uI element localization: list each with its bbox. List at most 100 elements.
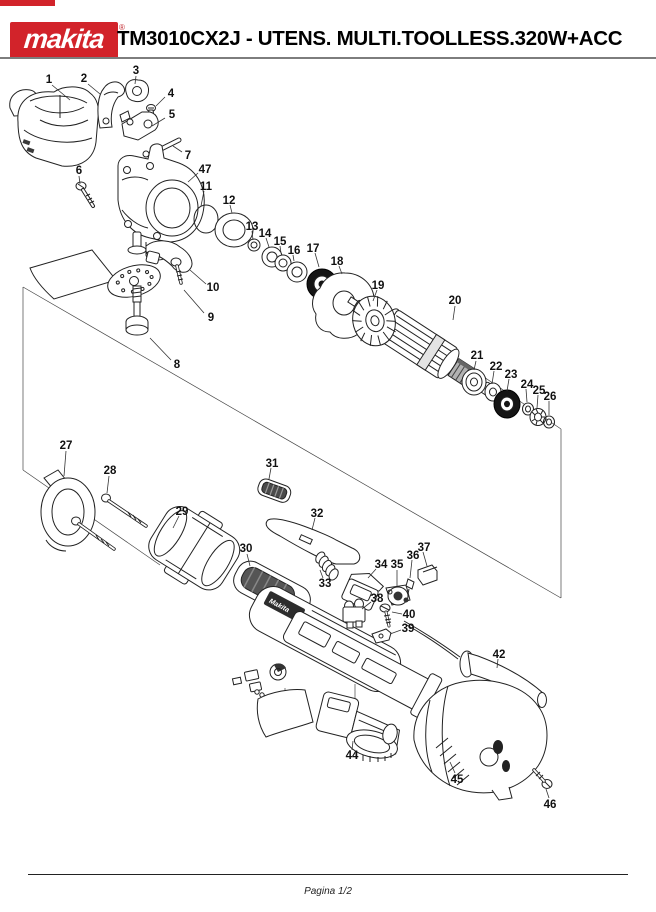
- part-leader-44: [351, 740, 354, 751]
- part-label-2: 2: [81, 73, 87, 85]
- part-leader-18: [338, 265, 343, 275]
- part-label-4: 4: [168, 88, 175, 100]
- part-leader-20: [452, 305, 456, 321]
- part-label-18: 18: [331, 256, 344, 268]
- part-leader-11: [200, 190, 205, 207]
- part-leader-34: [367, 568, 377, 579]
- part-drawing-spindle-8: [125, 285, 149, 336]
- part-drawing-screw-36: [405, 578, 415, 595]
- part-label-47: 47: [199, 164, 212, 176]
- part-drawing-template-sheet: [256, 689, 314, 738]
- part-leader-6: [78, 175, 81, 185]
- makita-logo-text: makita: [22, 23, 106, 54]
- part-label-25: 25: [533, 385, 546, 397]
- part-label-3: 3: [133, 65, 139, 77]
- part-drawing-small-cluster: [231, 663, 287, 698]
- part-leader-36: [409, 559, 413, 579]
- part-label-33: 33: [319, 578, 332, 590]
- part-drawing-sanding-pad: [107, 264, 161, 298]
- part-leader-22: [491, 370, 495, 385]
- part-leader-32: [311, 517, 316, 531]
- part-leader-38: [361, 601, 372, 610]
- part-drawing-housing-cover-1: [9, 86, 100, 167]
- part-label-28: 28: [104, 465, 117, 477]
- part-label-5: 5: [169, 109, 176, 121]
- part-leader-15: [279, 245, 282, 254]
- part-label-16: 16: [288, 245, 301, 257]
- part-label-23: 23: [505, 369, 518, 381]
- part-drawing-washer-15: [274, 254, 292, 272]
- part-label-30: 30: [240, 543, 253, 555]
- part-drawing-cap-37: [417, 564, 438, 586]
- part-drawing-clip-39: [371, 628, 392, 644]
- part-leader-21: [473, 360, 477, 371]
- part-label-31: 31: [266, 458, 279, 470]
- part-leader-27: [63, 450, 67, 477]
- part-label-10: 10: [207, 282, 220, 294]
- part-label-29: 29: [176, 506, 189, 518]
- part-drawing-lever-32: [265, 518, 361, 565]
- part-drawing-housing-30: Makita: [233, 560, 443, 719]
- part-leader-40: [391, 611, 403, 615]
- part-drawing-screw-40: [379, 603, 392, 628]
- part-label-9: 9: [208, 312, 214, 324]
- part-label-21: 21: [471, 350, 484, 362]
- part-leader-1: [51, 84, 71, 101]
- part-drawing-rear-housing-45: [413, 679, 548, 801]
- part-leader-29: [172, 515, 180, 529]
- page-title: TM3010CX2J - UTENS. MULTI.TOOLLESS.320W+…: [117, 27, 623, 50]
- part-leader-33: [319, 569, 324, 579]
- part-label-36: 36: [407, 550, 420, 562]
- part-leader-47: [187, 172, 199, 183]
- part-label-40: 40: [403, 609, 416, 621]
- part-drawing-ring-24: [522, 402, 534, 416]
- part-leader-3: [134, 75, 137, 85]
- part-label-20: 20: [449, 295, 462, 307]
- part-label-44: 44: [346, 750, 359, 762]
- part-leader-12: [229, 204, 233, 214]
- part-leader-2: [87, 83, 101, 95]
- part-label-7: 7: [185, 150, 191, 162]
- part-label-15: 15: [274, 236, 287, 248]
- part-leader-16: [292, 254, 295, 262]
- part-leader-23: [506, 378, 510, 392]
- part-label-13: 13: [246, 221, 259, 233]
- part-drawing-terminal-38: [342, 598, 366, 629]
- makita-logo: makita: [10, 22, 118, 59]
- part-drawing-bracket-5: [119, 110, 159, 141]
- part-drawing-fan-19: [352, 295, 396, 347]
- part-drawing-ring-12: [214, 212, 254, 248]
- part-label-6: 6: [76, 165, 82, 177]
- part-leader-19: [372, 289, 378, 302]
- part-leader-25: [536, 394, 539, 409]
- part-drawing-ring-26: [543, 415, 555, 429]
- part-leader-46: [545, 788, 550, 799]
- footer-divider: [28, 874, 628, 875]
- part-label-12: 12: [223, 195, 236, 207]
- part-label-22: 22: [490, 361, 503, 373]
- part-drawing-ring-27: [40, 469, 96, 552]
- part-leader-37: [422, 551, 428, 567]
- part-drawing-ring-16: [286, 261, 308, 283]
- part-label-8: 8: [174, 359, 181, 371]
- part-label-14: 14: [259, 228, 272, 240]
- part-drawing-gear-housing-47: [117, 143, 205, 261]
- part-label-26: 26: [544, 391, 557, 403]
- part-leader-39: [389, 629, 402, 635]
- part-leader-10: [189, 269, 207, 285]
- part-label-37: 37: [418, 542, 431, 554]
- part-leader-31: [268, 467, 272, 480]
- part-leader-7: [172, 145, 183, 153]
- logo-top-strip: [0, 0, 55, 6]
- part-drawing-lever-2: [97, 81, 126, 129]
- part-leader-9: [183, 289, 205, 314]
- part-drawing-sanding-sheet: [29, 249, 117, 300]
- part-label-24: 24: [521, 379, 534, 391]
- part-label-35: 35: [391, 559, 404, 571]
- part-label-27: 27: [60, 440, 73, 452]
- part-label-11: 11: [200, 181, 213, 193]
- part-label-46: 46: [544, 799, 557, 811]
- part-leader-24: [525, 388, 528, 403]
- part-drawing-spring-33: [315, 551, 339, 581]
